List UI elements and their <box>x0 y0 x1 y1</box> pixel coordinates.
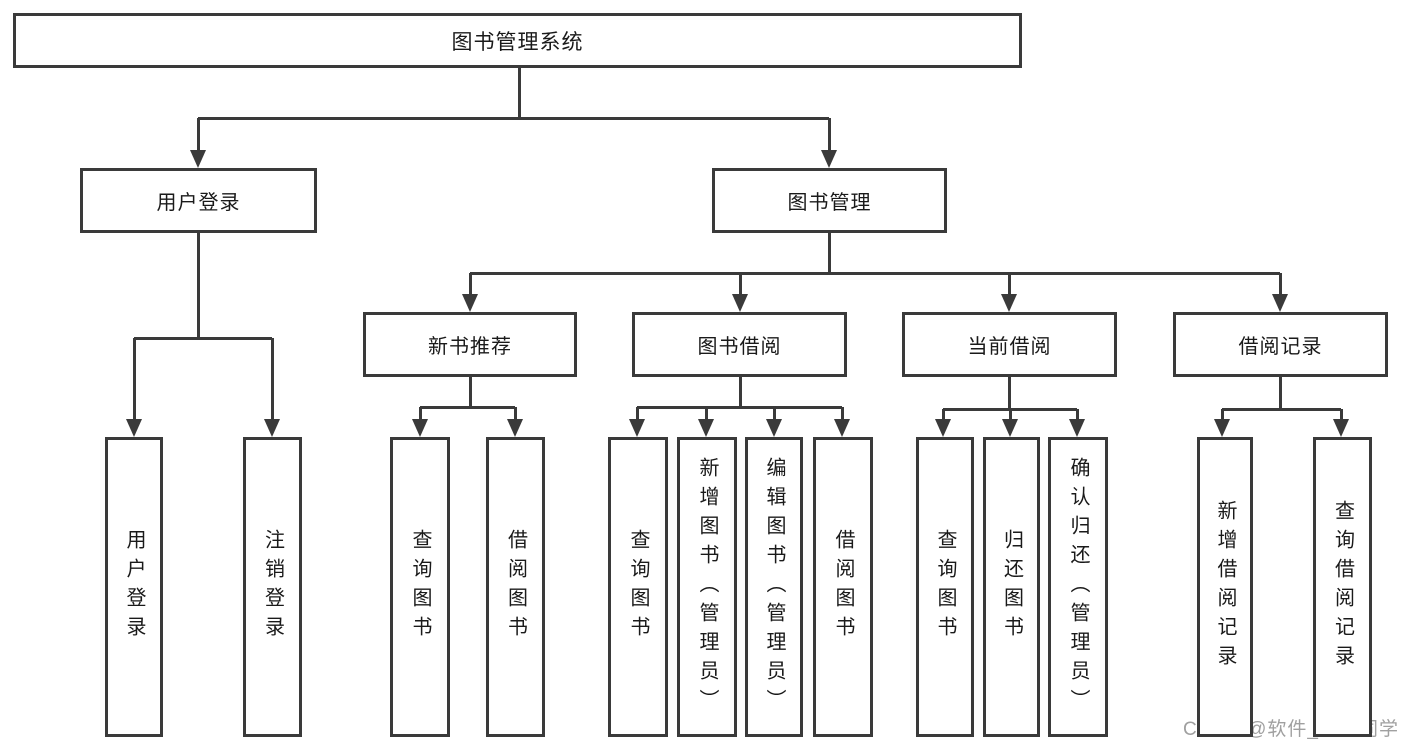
node-root: 图书管理系统 <box>13 13 1022 68</box>
arrow-down-icon <box>1001 294 1017 312</box>
node-user-login: 用户登录 <box>80 168 317 233</box>
connector-line-vertical <box>196 233 200 339</box>
node-leaf-add-books: 新增图书（管理员） <box>677 437 737 737</box>
node-leaf-borrow-books-2: 借阅图书 <box>813 437 873 737</box>
node-label: 借阅记录 <box>1238 336 1323 358</box>
arrow-down-icon <box>1272 294 1288 312</box>
node-label: 借阅图书 <box>832 529 854 645</box>
arrow-stem <box>840 407 844 419</box>
node-label: 查询借阅记录 <box>1331 500 1354 674</box>
node-leaf-query-borrow-record: 查询借阅记录 <box>1313 437 1372 737</box>
node-label: 借阅图书 <box>504 529 527 645</box>
node-label: 确认归还（管理员） <box>1067 456 1089 718</box>
node-label: 用户登录 <box>123 529 145 645</box>
node-label: 图书管理系统 <box>451 30 584 54</box>
node-label: 查询图书 <box>409 529 431 645</box>
arrow-stem <box>704 407 708 419</box>
connector-line-horizontal <box>420 405 515 409</box>
arrow-stem <box>270 338 274 419</box>
connector-line-vertical <box>738 377 742 408</box>
connector-line-horizontal <box>470 271 1280 275</box>
arrow-stem <box>1007 273 1011 294</box>
connector-line-horizontal <box>1222 407 1341 411</box>
connector-line-vertical <box>517 68 521 119</box>
node-book-borrow: 图书借阅 <box>632 312 847 377</box>
node-leaf-query-books-3: 查询图书 <box>916 437 974 737</box>
node-label: 新书推荐 <box>428 336 512 358</box>
arrow-down-icon <box>834 419 850 437</box>
node-leaf-user-login: 用户登录 <box>105 437 163 737</box>
node-leaf-confirm-return: 确认归还（管理员） <box>1048 437 1108 737</box>
node-leaf-return-books: 归还图书 <box>983 437 1040 737</box>
arrow-down-icon <box>126 419 142 437</box>
node-book-mgmt: 图书管理 <box>712 168 947 233</box>
node-leaf-query-books-1: 查询图书 <box>390 437 450 737</box>
arrow-stem <box>738 273 742 294</box>
node-label: 归还图书 <box>1000 529 1023 645</box>
arrow-down-icon <box>766 419 782 437</box>
node-leaf-edit-books: 编辑图书（管理员） <box>745 437 803 737</box>
arrow-down-icon <box>190 150 206 168</box>
node-label: 图书管理 <box>787 192 872 214</box>
node-label: 新增图书（管理员） <box>696 456 718 718</box>
arrow-stem <box>196 118 200 150</box>
node-label: 新增借阅记录 <box>1214 500 1236 674</box>
arrow-stem <box>635 407 639 419</box>
node-label: 注销登录 <box>261 529 284 645</box>
arrow-down-icon <box>821 150 837 168</box>
node-label: 查询图书 <box>627 529 649 645</box>
connector-line-vertical <box>827 233 831 275</box>
arrow-down-icon <box>1069 419 1085 437</box>
node-leaf-add-borrow-record: 新增借阅记录 <box>1197 437 1253 737</box>
arrow-stem <box>513 407 517 419</box>
connector-line-horizontal <box>637 405 842 409</box>
connector-line-horizontal <box>134 336 272 340</box>
arrow-down-icon <box>935 419 951 437</box>
arrow-down-icon <box>1333 419 1349 437</box>
node-new-book-rec: 新书推荐 <box>363 312 577 377</box>
arrow-stem <box>1008 409 1012 419</box>
arrow-down-icon <box>462 294 478 312</box>
connector-line-vertical <box>1007 377 1011 410</box>
node-label: 查询图书 <box>934 529 956 645</box>
arrow-stem <box>468 273 472 294</box>
arrow-down-icon <box>629 419 645 437</box>
node-leaf-borrow-books-1: 借阅图书 <box>486 437 545 737</box>
arrow-stem <box>827 118 831 150</box>
node-label: 图书借阅 <box>697 336 782 358</box>
node-label: 当前借阅 <box>967 336 1052 358</box>
arrow-down-icon <box>264 419 280 437</box>
arrow-down-icon <box>412 419 428 437</box>
arrow-stem <box>772 407 776 419</box>
connector-line-vertical <box>468 377 472 408</box>
connector-line-horizontal <box>198 116 829 120</box>
node-leaf-query-books-2: 查询图书 <box>608 437 668 737</box>
node-borrow-records: 借阅记录 <box>1173 312 1388 377</box>
arrow-down-icon <box>698 419 714 437</box>
arrow-stem <box>1278 273 1282 294</box>
arrow-stem <box>418 407 422 419</box>
node-label: 编辑图书（管理员） <box>763 456 785 718</box>
node-leaf-logout: 注销登录 <box>243 437 302 737</box>
arrow-stem <box>1339 409 1343 419</box>
arrow-stem <box>1075 409 1079 419</box>
node-label: 用户登录 <box>156 192 241 214</box>
arrow-stem <box>132 338 136 419</box>
node-current-borrow: 当前借阅 <box>902 312 1117 377</box>
connector-line-vertical <box>1278 377 1282 410</box>
arrow-down-icon <box>732 294 748 312</box>
arrow-down-icon <box>1002 419 1018 437</box>
arrow-down-icon <box>1214 419 1230 437</box>
arrow-down-icon <box>507 419 523 437</box>
arrow-stem <box>1220 409 1224 419</box>
arrow-stem <box>941 409 945 419</box>
